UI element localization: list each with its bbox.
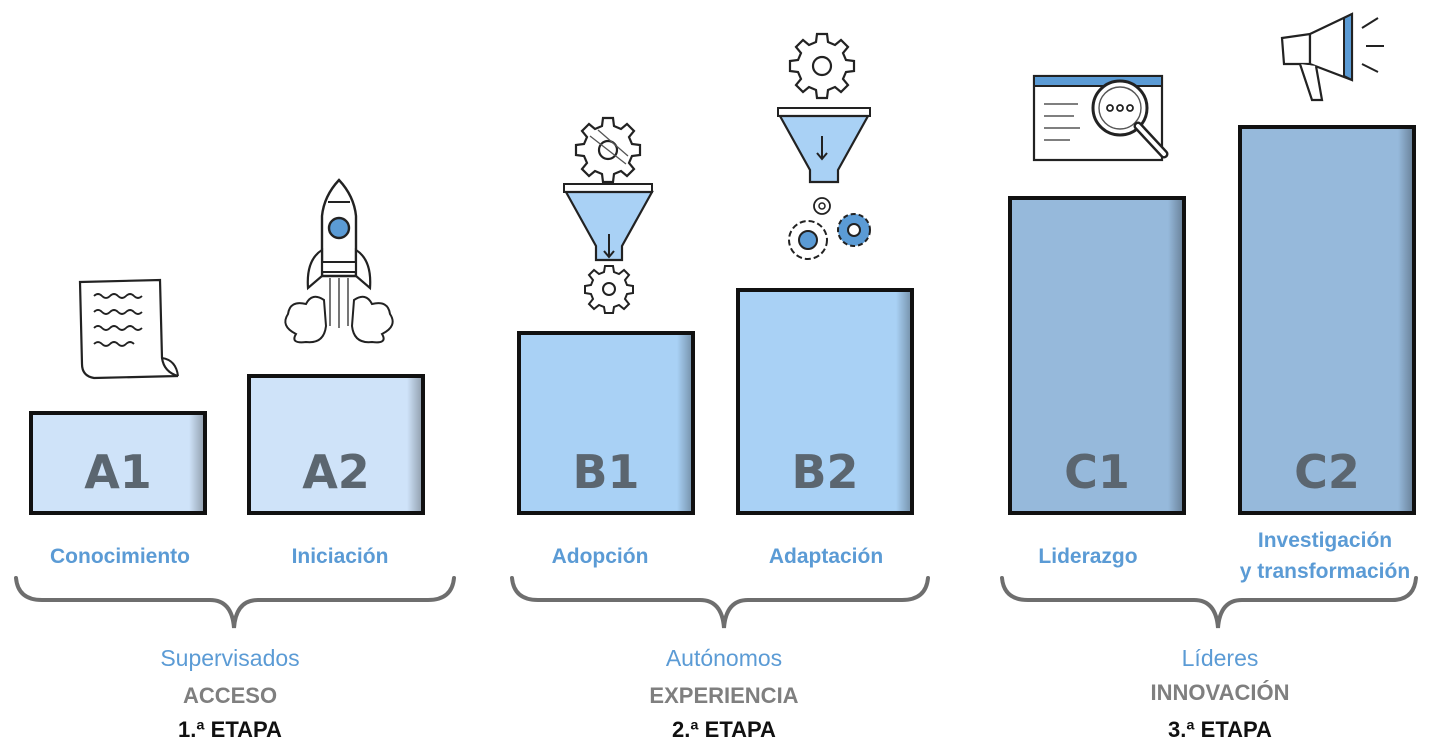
rocket-icon — [284, 178, 394, 344]
level-name-c2: Investigación y transformación — [1220, 528, 1430, 584]
brace-group-2 — [510, 576, 930, 629]
brace-group-3 — [1000, 576, 1418, 629]
level-name-a1: Conocimiento — [50, 545, 190, 568]
level-code-b2: B2 — [791, 445, 859, 499]
level-code-c2: C2 — [1294, 445, 1360, 499]
group-subtitle-2: EXPERIENCIA — [649, 683, 799, 708]
level-block-a2: A2 — [247, 374, 425, 515]
group-stage-3: 3.ª ETAPA — [1168, 717, 1272, 742]
megaphone-icon — [1280, 12, 1384, 102]
group-stage-1: 1.ª ETAPA — [178, 717, 282, 742]
group-name-3: Líderes — [1181, 645, 1259, 671]
group-name-2: Autónomos — [665, 645, 783, 671]
gear-funnel-icon — [563, 116, 654, 314]
level-block-a1: A1 — [29, 411, 207, 515]
level-name-c2-line2: y transformación — [1239, 560, 1411, 583]
level-name-c2-line1: Investigación — [1257, 529, 1393, 552]
group-subtitle-1: ACCESO — [182, 683, 278, 708]
browser-search-icon — [1032, 74, 1169, 162]
level-code-b1: B1 — [572, 445, 640, 499]
level-block-b2: B2 — [736, 288, 914, 515]
group-subtitle-3: INNOVACIÓN — [1150, 680, 1290, 705]
level-name-b1: Adopción — [551, 545, 649, 568]
level-block-c2: C2 — [1238, 125, 1416, 515]
level-name-b2: Adaptación — [768, 545, 884, 568]
document-icon — [78, 278, 179, 380]
brace-group-1 — [14, 576, 456, 629]
group-stage-2: 2.ª ETAPA — [672, 717, 776, 742]
level-code-c1: C1 — [1064, 445, 1130, 499]
gear-funnel-gears-icon — [777, 32, 871, 260]
level-code-a2: A2 — [302, 445, 370, 499]
level-block-b1: B1 — [517, 331, 695, 515]
level-name-c1: Liderazgo — [1038, 545, 1138, 568]
level-code-a1: A1 — [84, 445, 152, 499]
level-block-c1: C1 — [1008, 196, 1186, 515]
group-name-1: Supervisados — [160, 645, 300, 671]
level-name-a2: Iniciación — [291, 545, 389, 568]
